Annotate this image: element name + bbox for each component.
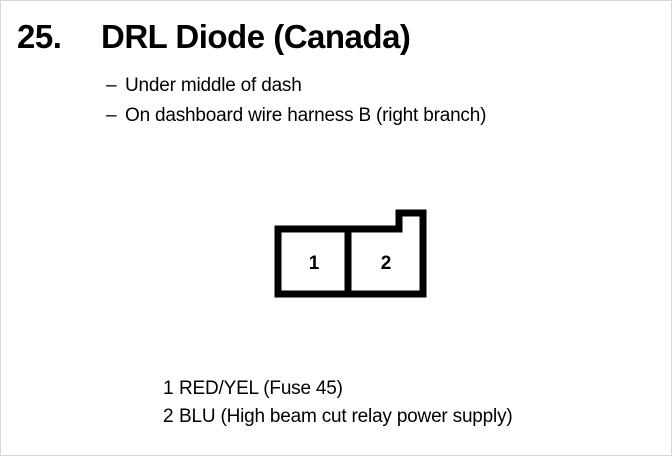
location-note-2: –On dashboard wire harness B (right bran…	[106, 101, 646, 131]
cavity-number-2: 2	[381, 253, 392, 274]
dash-bullet-icon: –	[106, 75, 117, 96]
legend-wire-description-1: RED/YEL (Fuse 45)	[179, 378, 343, 399]
page-title: DRL Diode (Canada)	[101, 18, 411, 55]
connector-diagram: 1 2	[266, 201, 446, 311]
legend-pin-number-2: 2	[163, 406, 174, 427]
location-notes: –Under middle of dash –On dashboard wire…	[106, 71, 646, 131]
location-note-1-text: Under middle of dash	[125, 75, 302, 96]
item-number: 25.	[17, 18, 62, 55]
location-note-1: –Under middle of dash	[106, 71, 646, 101]
dash-bullet-icon: –	[106, 105, 117, 126]
cavity-number-1: 1	[309, 253, 320, 274]
page-header: 25. DRL Diode (Canada)	[1, 17, 671, 61]
legend-wire-description-2: BLU (High beam cut relay power supply)	[179, 406, 513, 427]
connector-outline-svg: 1 2	[274, 209, 427, 298]
location-note-2-text: On dashboard wire harness B (right branc…	[125, 105, 487, 126]
legend-pin-number-1: 1	[163, 378, 174, 399]
